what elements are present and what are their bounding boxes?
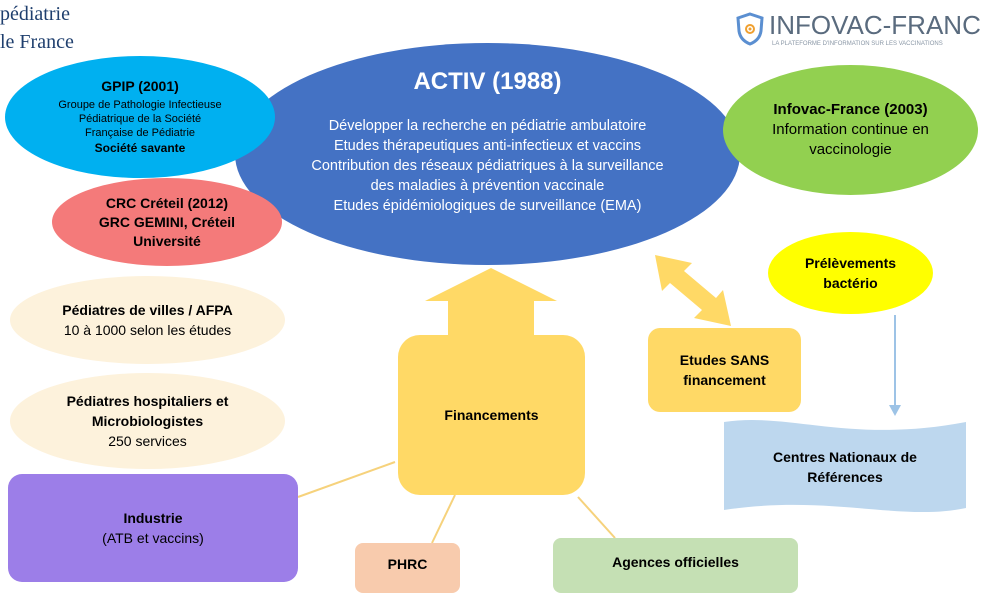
industrie-subtitle: (ATB et vaccins): [102, 530, 204, 546]
etudes-sans-box: Etudes SANS financement: [648, 328, 801, 412]
infovac-ellipse: Infovac-France (2003) Information contin…: [723, 65, 978, 195]
logo-tagline: LA PLATEFORME D'INFORMATION SUR LES VACC…: [772, 41, 943, 47]
prelevements-to-centres-arrowhead: [889, 405, 901, 416]
activ-line-3: Contribution des réseaux pédiatriques à …: [311, 158, 664, 174]
industrie-to-financements-connector: [297, 461, 396, 498]
activ-line-4: des maladies à prévention vaccinale: [370, 178, 605, 194]
gpip-title: GPIP (2001): [101, 78, 179, 94]
agences-box: Agences officielles: [553, 538, 798, 593]
activ-ellipse: ACTIV (1988) Développer la recherche en …: [235, 43, 740, 265]
centres-nationaux-label: Centres Nationaux de Références: [724, 432, 966, 502]
crc-line-1: CRC Créteil (2012): [105, 194, 229, 211]
industrie-box: Industrie (ATB et vaccins): [8, 474, 298, 582]
crc-line-2: GRC GEMINI, Créteil: [98, 213, 236, 230]
header-line-1: pédiatrie: [0, 3, 70, 25]
pediatres-ville-ellipse: Pédiatres de villes / AFPA 10 à 1000 sel…: [10, 276, 285, 364]
shield-icon: [736, 12, 764, 46]
phrc-to-financements-connector: [431, 494, 456, 544]
infovac-logo: INFOVAC-FRANCE LA PLATEFORME D'INFORMATI…: [732, 10, 983, 50]
centres-line-1: Centres Nationaux de: [773, 449, 917, 465]
phrc-label: PHRC: [387, 556, 428, 572]
etudes-sans-double-arrow: [655, 255, 731, 326]
prelevements-line-2: bactério: [823, 275, 878, 291]
prelevements-line-1: Prélèvements: [804, 255, 897, 271]
logo-name: INFOVAC-FRANCE: [769, 10, 983, 40]
centres-line-2: Références: [807, 469, 883, 485]
phrc-box: PHRC: [355, 543, 460, 593]
pediatres-hosp-ellipse: Pédiatres hospitaliers et Microbiologist…: [10, 373, 285, 469]
activ-line-5: Etudes épidémiologiques de surveillance …: [333, 198, 642, 214]
header-title: pédiatrie le France: [0, 0, 74, 56]
industrie-title: Industrie: [123, 510, 183, 526]
gpip-line-3: Française de Pédiatrie: [84, 127, 196, 139]
crc-ellipse: CRC Créteil (2012) GRC GEMINI, Créteil U…: [52, 178, 282, 266]
crc-line-3: Université: [133, 232, 201, 249]
pediatres-hosp-line-1: Pédiatres hospitaliers et: [66, 393, 229, 409]
gpip-line-2: Pédiatrique de la Société: [78, 113, 202, 125]
centres-nationaux-shape: [724, 420, 966, 513]
activ-title: ACTIV (1988): [413, 68, 562, 95]
gpip-line-1: Groupe de Pathologie Infectieuse: [58, 99, 222, 111]
header-line-2: le France: [0, 31, 74, 53]
gpip-footer: Société savante: [94, 141, 186, 155]
agences-label: Agences officielles: [612, 553, 739, 570]
financements-up-arrow: [425, 268, 557, 342]
pediatres-hosp-subtitle: 250 services: [108, 433, 187, 449]
infovac-line-1: Information continue en: [772, 121, 929, 138]
etudes-sans-line-2: financement: [683, 372, 766, 388]
activ-line-1: Développer la recherche en pédiatrie amb…: [328, 118, 647, 134]
prelevements-ellipse: Prélèvements bactério: [768, 232, 933, 314]
etudes-sans-line-1: Etudes SANS: [679, 352, 770, 368]
financements-box: Financements: [398, 335, 585, 495]
infovac-line-2: vaccinologie: [809, 141, 892, 158]
infovac-title: Infovac-France (2003): [773, 101, 928, 118]
activ-line-2: Etudes thérapeutiques anti-infectieux et…: [333, 138, 642, 154]
pediatres-ville-title: Pédiatres de villes / AFPA: [62, 302, 233, 318]
agences-to-financements-connector: [577, 496, 616, 539]
activ-lines: Développer la recherche en pédiatrie amb…: [311, 116, 663, 216]
financements-label: Financements: [444, 407, 539, 423]
pediatres-ville-subtitle: 10 à 1000 selon les études: [63, 322, 232, 338]
gpip-ellipse: GPIP (2001) Groupe de Pathologie Infecti…: [5, 56, 275, 178]
pediatres-hosp-line-2: Microbiologistes: [91, 413, 204, 429]
